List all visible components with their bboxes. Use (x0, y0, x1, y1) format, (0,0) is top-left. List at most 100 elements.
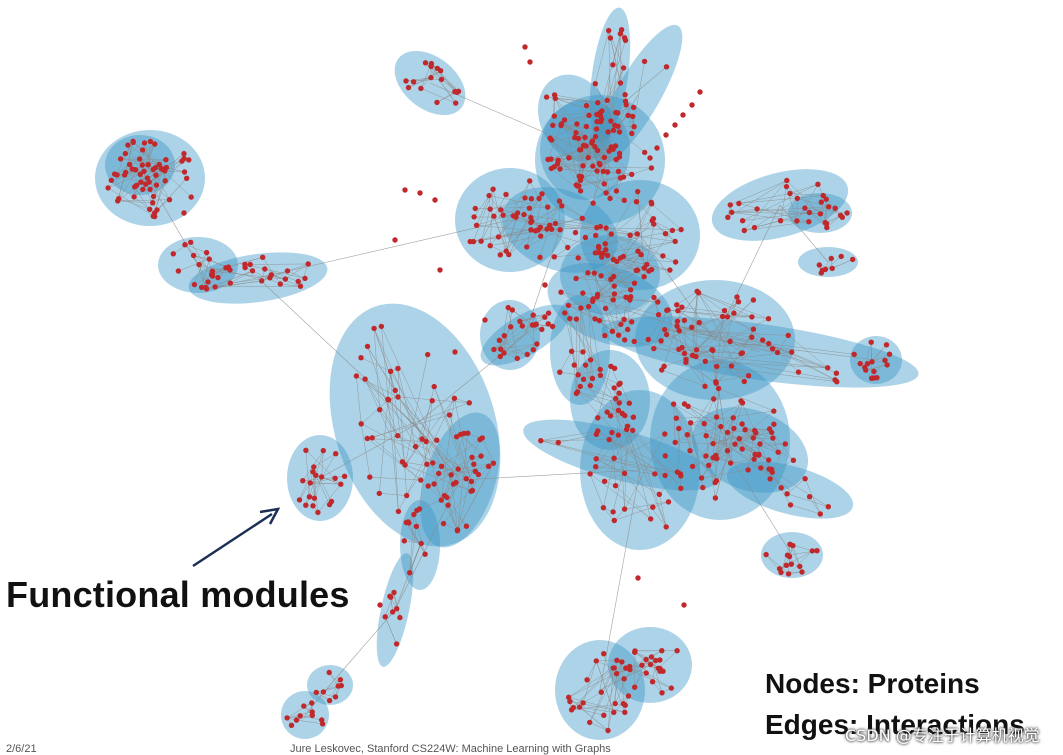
protein-node (642, 59, 647, 64)
protein-node (678, 471, 683, 476)
protein-node (818, 511, 823, 516)
protein-node (545, 204, 550, 209)
protein-node (321, 689, 326, 694)
protein-node (593, 233, 598, 238)
protein-node (627, 233, 632, 238)
protein-node (411, 79, 416, 84)
protein-node (670, 228, 675, 233)
protein-node (184, 176, 189, 181)
protein-node (740, 218, 745, 223)
protein-node (784, 184, 789, 189)
protein-node (791, 458, 796, 463)
protein-node (731, 310, 736, 315)
protein-node (527, 206, 532, 211)
protein-node (546, 310, 551, 315)
protein-node (400, 459, 405, 464)
protein-node (850, 257, 855, 262)
protein-node (545, 157, 550, 162)
protein-node (795, 196, 800, 201)
protein-node (145, 175, 150, 180)
protein-node (486, 464, 491, 469)
protein-node (666, 499, 671, 504)
protein-node (757, 441, 762, 446)
protein-node (631, 415, 636, 420)
protein-node (729, 363, 734, 368)
protein-node (771, 408, 776, 413)
protein-node (580, 163, 585, 168)
protein-node (642, 150, 647, 155)
protein-node (651, 295, 656, 300)
protein-node (580, 349, 585, 354)
protein-node (646, 337, 651, 342)
protein-node (766, 466, 771, 471)
protein-node (674, 324, 679, 329)
protein-node (478, 239, 483, 244)
protein-node (204, 250, 209, 255)
protein-node (622, 506, 627, 511)
protein-node (215, 275, 220, 280)
protein-node (227, 267, 232, 272)
protein-node (605, 253, 610, 258)
protein-node (605, 98, 610, 103)
protein-node (703, 453, 708, 458)
protein-node (601, 651, 606, 656)
protein-node (531, 312, 536, 317)
protein-node (468, 489, 473, 494)
protein-node (405, 519, 410, 524)
protein-node (192, 282, 197, 287)
protein-node (553, 96, 558, 101)
protein-node (602, 479, 607, 484)
protein-node (648, 516, 653, 521)
protein-node (603, 241, 608, 246)
protein-node (607, 437, 612, 442)
protein-node (697, 320, 702, 325)
protein-node (679, 345, 684, 350)
protein-node (531, 347, 536, 352)
protein-node (607, 196, 612, 201)
protein-node (127, 162, 132, 167)
protein-node (428, 64, 433, 69)
protein-node (629, 172, 634, 177)
protein-node (631, 124, 636, 129)
protein-node (740, 350, 745, 355)
protein-node (865, 361, 870, 366)
protein-node (439, 77, 444, 82)
protein-node (635, 189, 640, 194)
protein-node (754, 206, 759, 211)
protein-node (436, 471, 441, 476)
protein-node (769, 430, 774, 435)
protein-node (439, 464, 444, 469)
protein-node (825, 365, 830, 370)
protein-node (784, 491, 789, 496)
protein-node (608, 277, 613, 282)
protein-node (622, 92, 627, 97)
protein-node (594, 456, 599, 461)
protein-node (377, 407, 382, 412)
protein-node (189, 194, 194, 199)
protein-node (544, 94, 549, 99)
protein-node (539, 327, 544, 332)
protein-node (522, 44, 527, 49)
protein-node (690, 464, 695, 469)
protein-node (444, 495, 449, 500)
protein-node (658, 338, 663, 343)
protein-node (682, 351, 687, 356)
protein-node (657, 492, 662, 497)
protein-node (766, 457, 771, 462)
protein-node (437, 267, 442, 272)
protein-node (706, 463, 711, 468)
protein-node (725, 314, 730, 319)
protein-node (535, 227, 540, 232)
protein-node (824, 225, 829, 230)
protein-node (806, 219, 811, 224)
protein-node (321, 448, 326, 453)
protein-node (688, 420, 693, 425)
protein-node (830, 266, 835, 271)
protein-node (478, 453, 483, 458)
protein-node (598, 273, 603, 278)
protein-node (577, 704, 582, 709)
protein-node (452, 349, 457, 354)
protein-node (451, 481, 456, 486)
protein-node (778, 570, 783, 575)
protein-node (529, 196, 534, 201)
